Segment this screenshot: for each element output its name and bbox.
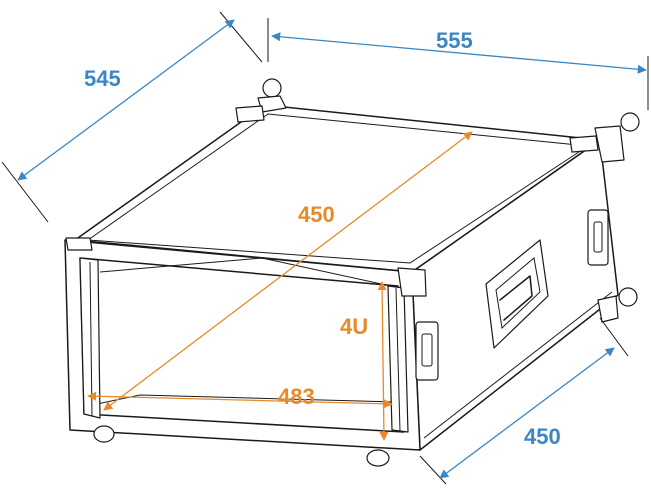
corner-bracket-front-right <box>397 267 427 297</box>
dimension-arrow-555 <box>271 32 647 74</box>
extension-line <box>1 161 49 223</box>
foot-right <box>366 449 390 467</box>
corner-bracket-top-right <box>594 125 625 163</box>
corner-bracket-front-left <box>65 237 93 251</box>
dimension-arrow-450-side <box>439 347 615 479</box>
dimension-inner-depth: 450 <box>103 131 473 411</box>
front-opening <box>79 257 405 433</box>
edge-bracket-top <box>235 105 265 123</box>
rack-rail-left <box>79 257 101 419</box>
dimension-overall-width: 555 <box>267 18 649 110</box>
latch-side-clasp <box>593 221 603 253</box>
dimension-label-483: 483 <box>278 384 315 409</box>
corner-bracket-bottom-right <box>597 295 619 323</box>
corner-hardware <box>65 78 640 467</box>
dimension-rack-units: 4U <box>340 281 389 441</box>
side-handle-plate <box>485 239 549 349</box>
latch-front <box>415 321 439 381</box>
corner-ball-top-back <box>262 78 282 98</box>
side-handle-grip <box>499 275 533 321</box>
side-handle-recess <box>495 257 541 330</box>
dimension-overall-depth: 545 <box>1 11 263 223</box>
dimension-label-555: 555 <box>436 28 473 53</box>
dimension-arrow-4u <box>377 281 389 441</box>
dimension-arrow-545 <box>17 19 235 181</box>
rack-rail-left-edge <box>89 261 93 417</box>
dimension-arrow-483 <box>87 391 393 409</box>
dimension-side-depth: 450 <box>419 317 629 485</box>
corner-ball-top-right <box>620 112 640 132</box>
dimension-arrow-450-inner <box>103 131 473 411</box>
dimension-rack-width: 483 <box>87 384 393 409</box>
dimension-label-545: 545 <box>84 66 121 91</box>
corner-ball-bottom-right <box>618 287 638 307</box>
extension-line <box>219 11 263 63</box>
extension-line <box>599 317 629 357</box>
dimension-label-4u: 4U <box>340 314 368 339</box>
foot-left <box>93 425 115 443</box>
dimension-label-450-side: 450 <box>524 424 561 449</box>
edge-bracket-right <box>569 135 599 153</box>
latch-side <box>587 209 609 266</box>
dimension-label-450-inner: 450 <box>298 202 335 227</box>
extension-line <box>419 455 447 485</box>
